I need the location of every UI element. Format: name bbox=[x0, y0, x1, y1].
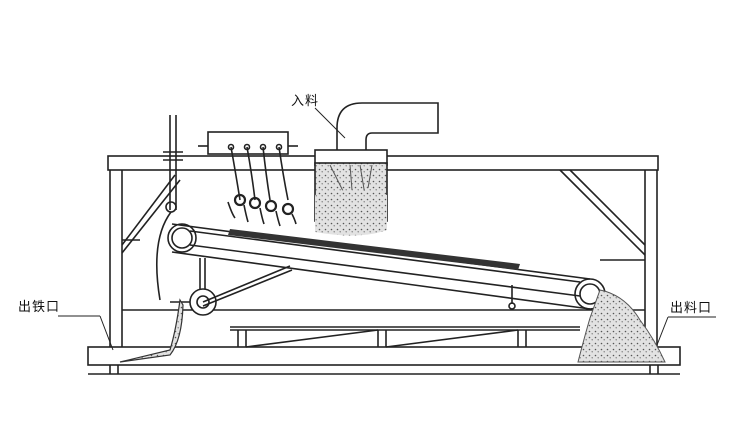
iron-leader-slant bbox=[99, 315, 114, 351]
feed-hopper bbox=[314, 102, 439, 236]
feed-inlet-label: 入料 bbox=[291, 94, 320, 109]
control-box bbox=[198, 131, 298, 201]
feed-leader bbox=[314, 107, 346, 139]
material-outlet-label: 出料口 bbox=[670, 301, 713, 316]
iron-discharge bbox=[119, 298, 184, 363]
material-pile bbox=[577, 289, 666, 363]
conveyor-belt bbox=[167, 223, 606, 310]
tension-rod bbox=[155, 115, 183, 301]
base-frame bbox=[87, 326, 681, 375]
magnet-brushes bbox=[227, 193, 297, 227]
iron-outlet-label: 出铁口 bbox=[18, 300, 61, 315]
out-leader-slant bbox=[656, 316, 669, 346]
drive-assembly bbox=[170, 265, 516, 316]
